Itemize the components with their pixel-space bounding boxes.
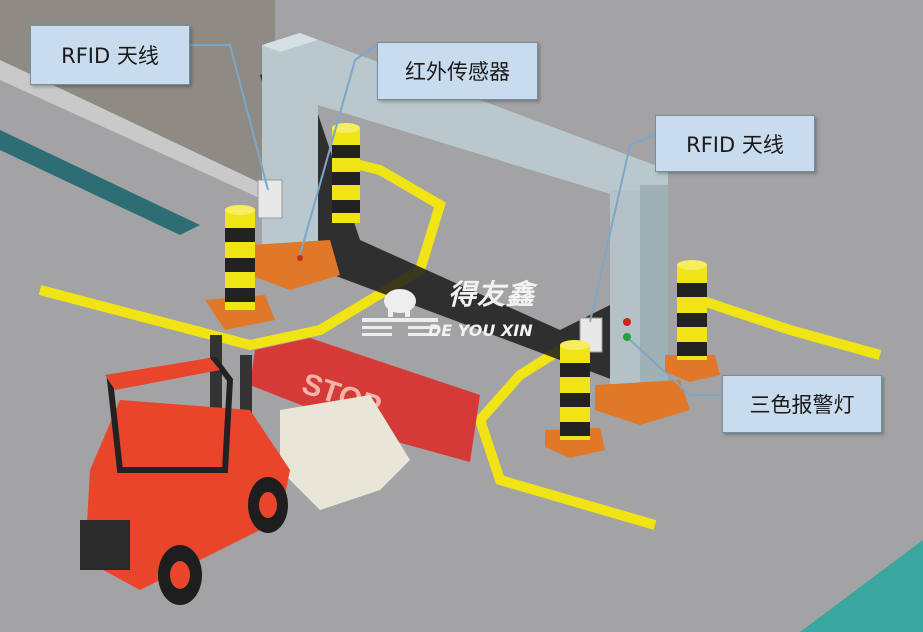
infrared-sensor-dot xyxy=(297,255,303,261)
elephant-logo-icon xyxy=(362,289,438,336)
label-tricolor-alarm-light: 三色报警灯 xyxy=(722,375,882,433)
wall-base xyxy=(0,60,275,205)
watermark-cn: 得友鑫 xyxy=(448,278,536,311)
callout-lines xyxy=(190,44,722,396)
rfid-antenna-left-device xyxy=(257,179,283,219)
rfid-gate xyxy=(250,33,690,425)
teal-floor-stripe xyxy=(0,130,200,235)
watermark-en: DE YOU XIN xyxy=(428,321,533,340)
label-infrared-sensor: 红外传感器 xyxy=(377,42,538,100)
label-rfid-antenna-left: RFID 天线 xyxy=(30,25,190,85)
bollards xyxy=(205,123,720,458)
alarm-light-green xyxy=(623,333,631,341)
teal-floor-corner xyxy=(800,540,923,632)
pallet xyxy=(280,395,410,510)
forklift xyxy=(80,335,290,605)
label-rfid-antenna-right: RFID 天线 xyxy=(655,115,815,172)
alarm-light-red xyxy=(623,318,631,326)
